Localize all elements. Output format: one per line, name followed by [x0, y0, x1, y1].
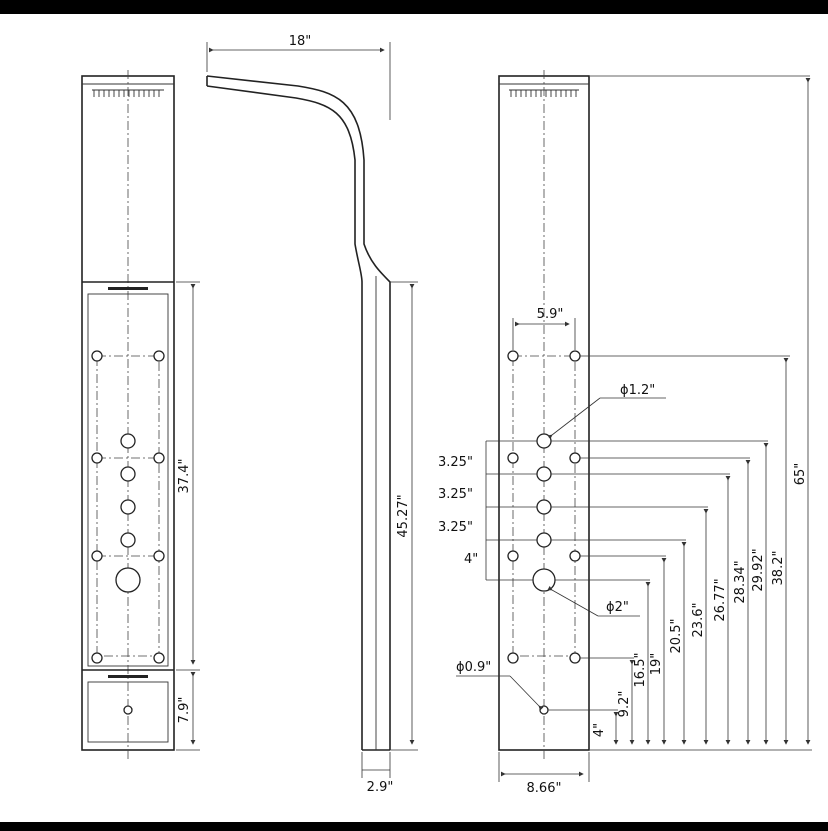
dia-body-label: ϕ2"	[606, 600, 629, 615]
h-23-6-label: 23.6"	[691, 603, 706, 638]
mount-hole	[91, 550, 103, 562]
main-control-knob	[115, 567, 141, 593]
h-28-34-label: 28.34"	[733, 560, 748, 603]
h-20-5-label: 20.5"	[669, 619, 684, 654]
body-jet	[120, 466, 136, 482]
side-depth-label: 2.9"	[367, 780, 394, 795]
mount-hole	[153, 452, 165, 464]
side-profile-inner	[206, 85, 363, 750]
h-26-77-label: 26.77"	[713, 578, 728, 621]
front-height-label: 37.4"	[177, 459, 192, 494]
mount-hole	[91, 350, 103, 362]
hand-shower-outlet	[123, 705, 133, 715]
gap2-label: 3.25"	[438, 487, 473, 502]
side-height-label: 45.27"	[396, 494, 411, 537]
hole-spacing-label: 5.9"	[537, 307, 564, 322]
body-jet	[120, 532, 136, 548]
body-jet	[120, 499, 136, 515]
h-38-2-label: 38.2"	[771, 551, 786, 586]
body-jet	[120, 433, 136, 449]
mount-hole	[153, 350, 165, 362]
front-inner-panel	[87, 293, 169, 667]
gap1-label: 3.25"	[438, 455, 473, 470]
top-width-label: 18"	[289, 34, 312, 49]
mount-hole	[91, 652, 103, 664]
dia-small-label: ϕ0.9"	[456, 660, 491, 675]
front-nozzles	[92, 89, 164, 97]
side-profile-outer	[206, 75, 391, 750]
front-hole-grid	[96, 355, 160, 657]
h-9-2-label: 9.2"	[617, 691, 632, 718]
h-29-92-label: 29.92"	[751, 548, 766, 591]
total-height-label: 65"	[793, 463, 808, 486]
h-19-label: 19"	[649, 653, 664, 676]
h-16-5-label: 16.5"	[633, 653, 648, 688]
front-view: 37.4" 7.9"	[81, 70, 200, 760]
gap4-label: 4"	[464, 552, 478, 567]
dia-top-label: ϕ1.2"	[620, 383, 655, 398]
h-4-label: 4"	[592, 723, 607, 737]
side-view: 18" 45.27" 2.9"	[206, 34, 418, 795]
gap3-label: 3.25"	[438, 520, 473, 535]
panel-width-label: 8.66"	[527, 781, 562, 796]
dimensioned-view: 5.9" ϕ1.2" ϕ2" ϕ0.9" 3.25" 3.25" 3.25" 4…	[438, 70, 812, 796]
mount-hole	[153, 550, 165, 562]
mount-hole	[153, 652, 165, 664]
drawing-sheet	[0, 14, 828, 822]
front-bottom-label: 7.9"	[177, 697, 192, 724]
mount-hole	[91, 452, 103, 464]
